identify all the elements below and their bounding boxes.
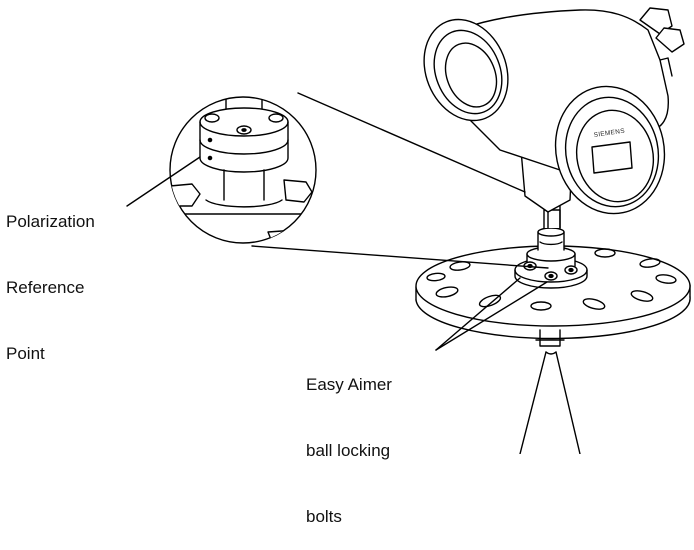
- callout-line: ball locking: [306, 441, 391, 460]
- callout-polarization-reference-point: Polarization Reference Point: [6, 167, 95, 387]
- callout-line: bolts: [306, 507, 342, 526]
- enclosure-housing: [423, 7, 685, 215]
- radar-transmitter-diagram: SIEMENS: [126, 7, 691, 454]
- callout-leaders: [126, 156, 548, 351]
- callout-line: Reference: [6, 278, 85, 297]
- callout-line: Point: [6, 344, 45, 363]
- callout-easy-aimer-bolts: Easy Aimer ball locking bolts: [306, 330, 392, 550]
- brand-label: SIEMENS: [593, 128, 625, 139]
- flange-plate: [415, 245, 691, 340]
- horn-antenna: [519, 329, 581, 454]
- callout-line: Polarization: [6, 212, 95, 231]
- zoom-detail-circle: [169, 96, 317, 244]
- zoom-leader-lines: [251, 92, 549, 269]
- callout-line: Easy Aimer: [306, 375, 392, 394]
